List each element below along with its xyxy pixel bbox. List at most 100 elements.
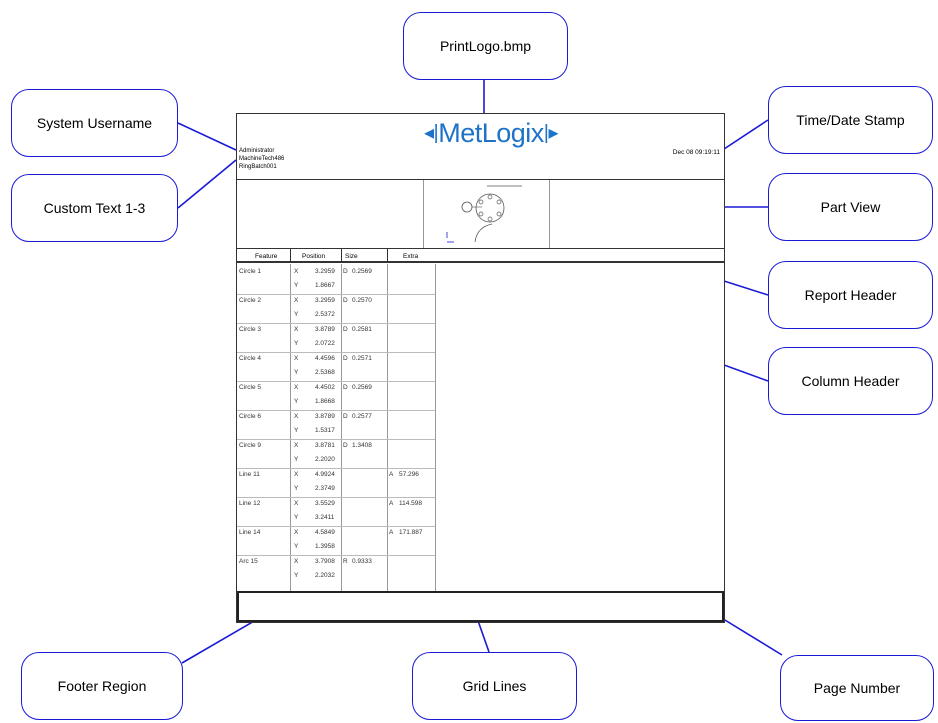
cell-axis-y: Y [294,311,299,318]
cell-size-symbol: R [343,558,348,565]
cell-extra: 57.296 [399,471,419,478]
header-divider [237,179,724,180]
col-header-size: Size [345,253,358,260]
cell-extra-symbol: A [389,471,394,478]
part-view-left-border [423,180,424,248]
cell-pos-x: 3.8789 [315,413,335,420]
callout-printlogo: PrintLogo.bmp [403,12,568,80]
cell-axis-y: Y [294,282,299,289]
cell-pos-y: 2.2020 [315,456,335,463]
cell-size-symbol: D [343,297,348,304]
col-header-extra: Extra [403,253,419,260]
grid-hline [237,352,435,353]
cell-feature: Circle 4 [239,355,262,362]
grid-vline-1 [290,264,291,591]
cell-pos-y: 2.5368 [315,369,335,376]
cell-feature: Line 12 [239,500,261,507]
cell-size: 1.3408 [352,442,372,449]
part-view-right-border [549,180,550,248]
cell-axis-x: X [294,413,299,420]
part-view-divider [237,248,724,249]
grid-hline [237,410,435,411]
cell-pos-y: 3.2411 [315,514,335,521]
connector-page-number [719,616,783,656]
callout-system-username: System Username [11,89,178,157]
cell-feature: Circle 6 [239,413,262,420]
cell-pos-x: 3.8781 [315,442,335,449]
cell-axis-x: X [294,500,299,507]
footer-region [237,591,724,622]
grid-hline [237,439,435,440]
cell-pos-x: 4.5849 [315,529,335,536]
callout-time-date-stamp: Time/Date Stamp [768,86,933,154]
cell-extra-symbol: A [389,500,394,507]
cell-pos-y: 1.8668 [315,398,335,405]
callout-footer-region: Footer Region [21,652,183,720]
cell-axis-y: Y [294,369,299,376]
custom-text-1: MachineTech486 [239,156,285,162]
cell-pos-x: 3.2959 [315,268,335,275]
cell-axis-y: Y [294,427,299,434]
grid-hline [237,555,435,556]
cell-axis-x: X [294,442,299,449]
cell-axis-x: X [294,471,299,478]
cell-axis-y: Y [294,340,299,347]
cell-axis-y: Y [294,514,299,521]
grid-vline-3 [387,264,388,591]
cell-size-symbol: D [343,326,348,333]
cell-pos-x: 4.9924 [315,471,335,478]
grid-hline [237,381,435,382]
cell-pos-y: 1.3958 [315,543,335,550]
cell-extra: 114.598 [399,500,423,507]
cell-size: 0.2569 [352,384,372,391]
grid-hline [237,294,435,295]
cell-pos-y: 1.8667 [315,282,335,289]
cell-feature: Line 14 [239,529,261,536]
cell-feature: Line 11 [239,471,260,478]
grid-vline-2 [341,264,342,591]
cell-axis-x: X [294,384,299,391]
cell-axis-y: Y [294,485,299,492]
cell-size: 0.2577 [352,413,372,420]
cell-pos-y: 2.0722 [315,340,335,347]
callout-part-view: Part View [768,173,933,241]
connector-timestamp [717,119,769,154]
callout-page-number: Page Number [780,655,934,721]
cell-axis-x: X [294,326,299,333]
col-header-sep-3 [387,249,388,261]
logo-right-mark-icon: |▸ [543,122,559,144]
cell-size-symbol: D [343,384,348,391]
header-left-text: Administrator MachineTech486 RingBatch00… [239,147,284,171]
system-username: Administrator [239,148,275,154]
cell-feature: Circle 5 [239,384,262,391]
cell-extra-symbol: A [389,529,394,536]
cell-pos-x: 3.2959 [315,297,335,304]
connector-username [177,122,237,151]
col-header-position: Position [302,253,326,260]
grid-hline [237,468,435,469]
cell-axis-y: Y [294,398,299,405]
cell-size: 0.2581 [352,326,372,333]
cell-size: 0.2571 [352,355,372,362]
cell-extra: 171.887 [399,529,423,536]
cell-size-symbol: D [343,413,348,420]
cell-pos-x: 4.4502 [315,384,335,391]
cell-feature: Circle 2 [239,297,262,304]
cell-size: 0.2569 [352,268,372,275]
cell-axis-x: X [294,297,299,304]
cell-axis-x: X [294,355,299,362]
cell-feature: Arc 15 [239,558,258,565]
cell-size-symbol: D [343,268,348,275]
cell-feature: Circle 9 [239,442,262,449]
print-logo: ◂|MetLogix|▸ [424,118,559,149]
cell-pos-x: 3.5529 [315,500,335,507]
grid-hline [237,497,435,498]
cell-pos-y: 1.5317 [315,427,335,434]
cell-axis-y: Y [294,543,299,550]
callout-column-header: Column Header [768,347,933,415]
cell-size-symbol: D [343,442,348,449]
timestamp: Dec 08 09:19:11 [672,149,720,156]
cell-axis-x: X [294,268,299,275]
cell-axis-x: X [294,529,299,536]
cell-pos-x: 3.7908 [315,558,335,565]
